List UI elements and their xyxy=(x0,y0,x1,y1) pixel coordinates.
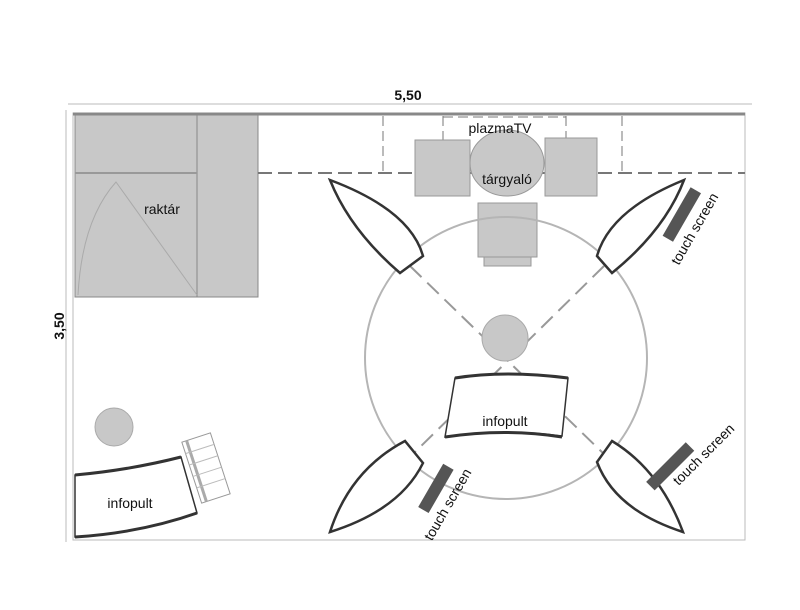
left-infopult-label: infopult xyxy=(107,495,152,511)
center-infopult: infopult xyxy=(444,372,569,439)
central-circle xyxy=(364,216,648,500)
tv-label: plazmaTV xyxy=(468,120,532,136)
height-label: 3,50 xyxy=(51,312,67,339)
width-label: 5,50 xyxy=(394,87,421,103)
meeting-area: plazmaTV tárgyaló xyxy=(414,120,598,267)
center-column xyxy=(481,314,529,362)
storage-label: raktár xyxy=(144,201,180,217)
meeting-table xyxy=(469,129,545,197)
stool xyxy=(181,432,231,504)
display-panels xyxy=(327,177,687,534)
storage-room: raktár xyxy=(74,114,259,298)
meeting-label: tárgyaló xyxy=(482,171,532,187)
width-dimension: 5,50 xyxy=(68,87,752,105)
height-dimension: 3,50 xyxy=(51,110,67,542)
left-infopult: infopult xyxy=(74,407,231,539)
center-infopult-label: infopult xyxy=(482,413,527,429)
